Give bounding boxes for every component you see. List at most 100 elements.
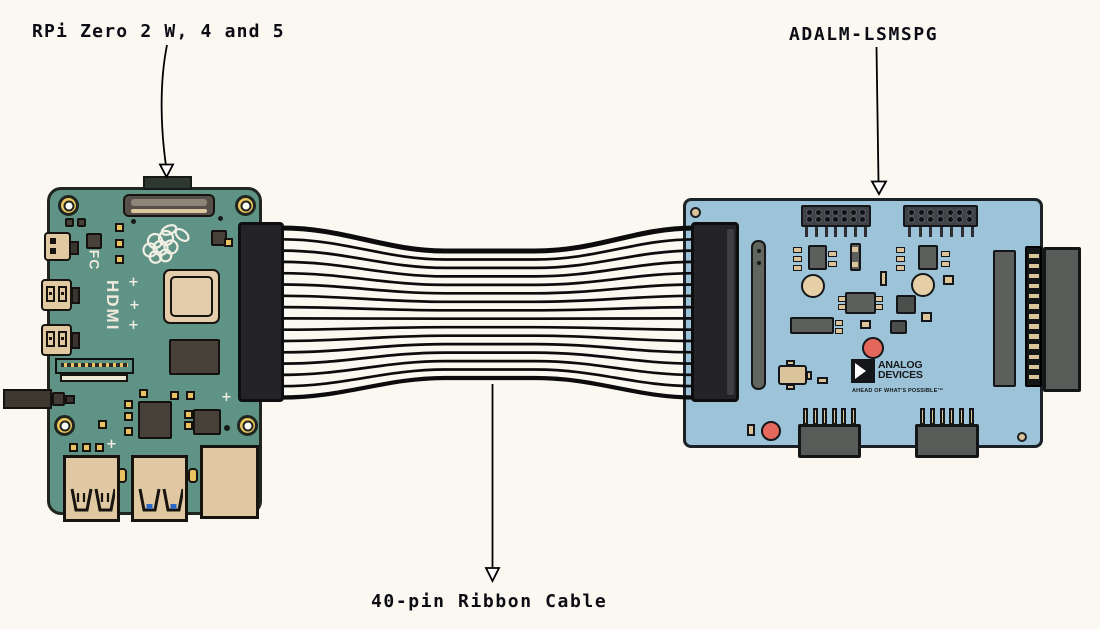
plus-mark: +: [128, 318, 139, 333]
smd-component: [95, 443, 104, 452]
econtact: [1028, 273, 1039, 279]
hpin: [850, 216, 858, 223]
capacitor-round: [911, 273, 935, 297]
hpin: [965, 216, 973, 223]
smd-component: [817, 377, 828, 384]
smd-component: [115, 239, 124, 248]
ic-chip: [896, 295, 916, 314]
power-port-pin: [50, 238, 56, 244]
connector-pins: [803, 408, 856, 425]
cable-connector-right: [691, 222, 739, 402]
hpin: [936, 209, 944, 216]
capacitor: [850, 243, 861, 271]
hleg: [863, 227, 867, 237]
adalm-lsmspg-board: ANALOG DEVICES AHEAD OF WHAT'S POSSIBLE™: [683, 198, 1081, 458]
econtact: [1028, 263, 1039, 269]
plus-mark: +: [128, 275, 139, 290]
ribbon-wire: [281, 305, 696, 312]
smd-component: [139, 389, 148, 398]
hleg: [918, 227, 922, 237]
hleg: [960, 227, 964, 237]
rpi-label: RPi Zero 2 W, 4 and 5: [32, 21, 285, 42]
ribbon-wire: [281, 283, 696, 295]
ribbon-wire: [281, 359, 696, 377]
display-connector-inner: [131, 199, 207, 206]
micro-hdmi-port-0: [41, 279, 72, 311]
hpin: [859, 216, 867, 223]
connector-bevel: [727, 229, 734, 395]
hpin: [850, 209, 858, 216]
mount-hole: [58, 195, 79, 216]
hpin: [832, 209, 840, 216]
smd-component: [224, 238, 233, 247]
chip: [138, 401, 172, 439]
display-connector-slot: [131, 209, 207, 213]
soc-chip-inner: [170, 276, 213, 317]
fcc-mark: FC: [86, 249, 103, 271]
ribbon-wire: [281, 249, 696, 270]
analog-devices-tagline: AHEAD OF WHAT'S POSSIBLE™: [852, 388, 944, 394]
ribbon-wire: [281, 271, 696, 287]
plus-mark: +: [221, 390, 232, 405]
hleg: [929, 227, 932, 237]
ribbon-wire: [281, 375, 696, 400]
av-jack-nub: [65, 395, 75, 404]
av-cable: [3, 389, 52, 409]
hpin: [965, 209, 973, 216]
econtact: [1028, 283, 1039, 289]
hpin: [805, 209, 813, 216]
hdmi-glyph: [58, 286, 67, 302]
camera-flex-connector: [55, 358, 134, 374]
raspberry-pi-board: FC HDMI: [3, 176, 262, 522]
mount-hole: [235, 195, 256, 216]
hleg: [814, 227, 818, 237]
bpin: [939, 408, 945, 425]
smd-component: [186, 391, 195, 400]
smd-component: [860, 320, 871, 329]
external-connector-block: [1043, 247, 1081, 392]
hdmi-glyph: [46, 286, 55, 302]
ribbon-wire: [281, 225, 696, 254]
hpin: [841, 209, 849, 216]
ethernet-port: [200, 445, 259, 519]
bpin: [803, 408, 808, 425]
ribbon-wire: [281, 260, 696, 278]
chip: [169, 339, 220, 375]
adalm-label: ADALM-LSMSPG: [789, 24, 939, 45]
econtact: [1028, 334, 1039, 339]
econtact: [1028, 293, 1039, 299]
hpin: [859, 209, 867, 216]
hpin: [956, 216, 964, 223]
capacitor-round: [801, 274, 825, 298]
hleg: [854, 227, 858, 237]
bpin: [959, 408, 965, 425]
crystal-tab: [806, 371, 812, 380]
smd-component: [170, 391, 179, 400]
slot-connector: [751, 240, 766, 390]
mount-hole: [690, 207, 701, 218]
camera-flex-tab: [60, 374, 128, 382]
chip: [193, 409, 221, 435]
chip: [86, 233, 102, 249]
hpin: [917, 209, 925, 216]
hdmi-glyph: [46, 331, 55, 347]
power-port-pin: [50, 248, 56, 254]
hpin: [946, 216, 954, 223]
smd-component: [184, 410, 193, 419]
display-connector: [123, 194, 215, 217]
hleg: [844, 227, 848, 237]
rpi-label-arrow: [158, 44, 175, 179]
ribbon-wire: [281, 294, 696, 304]
hpin: [841, 216, 849, 223]
hleg: [834, 227, 838, 237]
smd-component: [77, 218, 86, 227]
analog-devices-logo-icon: [851, 359, 875, 383]
ribbon-wire: [281, 325, 696, 332]
hleg: [908, 227, 911, 237]
ic-chip: [918, 245, 938, 270]
hpin: [917, 216, 925, 223]
hpin: [823, 216, 831, 223]
hpin: [927, 209, 935, 216]
ribbon-wire: [281, 368, 696, 388]
